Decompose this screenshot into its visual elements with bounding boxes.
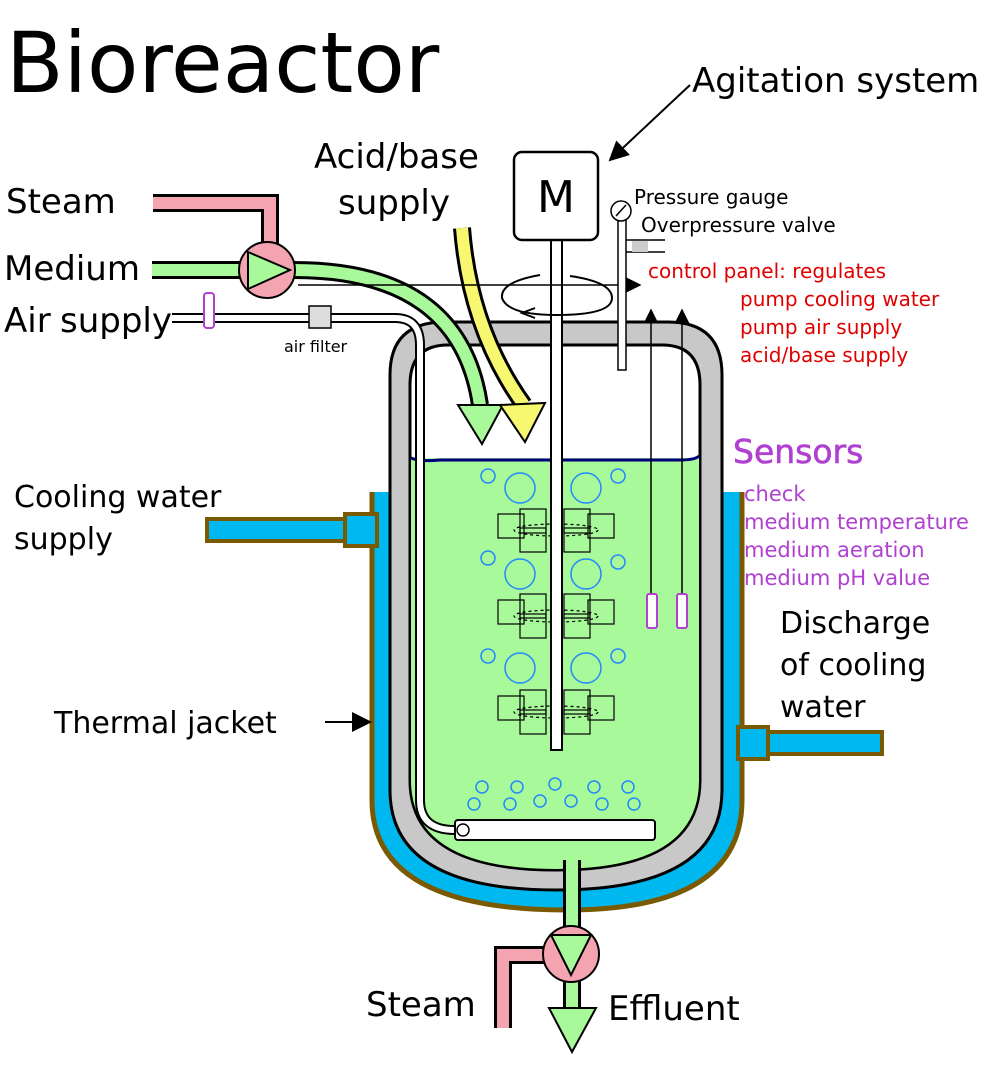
air-supply-label: Air (4, 301, 51, 341)
control-panel-line: control panel: regulates (648, 259, 886, 283)
discharge-label: of cooling (780, 648, 926, 683)
control-panel-line: pump air supply (740, 315, 902, 339)
effluent-pump (542, 925, 600, 983)
acid-base-label: supply (338, 183, 450, 223)
control-panel-text: control panel: regulates pump cooling wa… (648, 259, 940, 367)
sensor-line: medium aeration (744, 538, 925, 562)
steam-pipe-top (153, 197, 276, 258)
sensors-heading: Sensors (733, 432, 863, 471)
steam-pipe-bottom (497, 949, 548, 1028)
discharge-label: water (780, 690, 866, 725)
medium-inflow-arrow (293, 264, 486, 406)
air-supply-line (172, 292, 656, 841)
control-panel-line: pump cooling water (740, 287, 940, 311)
sensor-probe (676, 593, 688, 629)
pressure-gauge-label: Pressure gauge (634, 185, 788, 209)
air-filter-label: air filter (284, 337, 348, 356)
sensor-probe (646, 593, 658, 629)
sensor-probes (643, 308, 690, 629)
aeration-bubbles (467, 468, 641, 811)
air-flow-meter (203, 292, 215, 329)
agitation-arrow (608, 84, 691, 162)
air-filter-box (308, 305, 332, 329)
diagram-title: Bioreactor (6, 14, 440, 112)
discharge-label: Discharge (780, 606, 930, 641)
effluent-label: Effluent (608, 989, 740, 1029)
agitator-shaft (550, 239, 563, 751)
sensors-text: check medium temperature medium aeration… (744, 482, 969, 590)
medium-label: Medium (4, 249, 140, 289)
agitation-label: Agitation system (692, 61, 979, 101)
rotation-arrow-icon (500, 274, 614, 317)
sensor-line: medium temperature (744, 510, 969, 534)
air-sparger (454, 819, 656, 841)
medium-pump (238, 241, 296, 299)
motor-label: M (537, 172, 575, 223)
control-panel-line: acid/base supply (740, 343, 908, 367)
cooling-supply-label: Cooling water (14, 480, 222, 515)
effluent-arrow (547, 1007, 598, 1055)
acid-base-arrow (456, 227, 529, 409)
sensor-line: check (744, 482, 806, 506)
acid-base-label: Acid/base (314, 137, 479, 177)
effluent-line (494, 860, 600, 1055)
overpressure-valve-label: Overpressure valve (641, 213, 836, 237)
thermal-jacket-label: Thermal jacket (53, 706, 277, 741)
air-supply-label: supply (60, 301, 172, 341)
cooling-supply-label: supply (14, 522, 113, 557)
steam-top-label: Steam (6, 182, 116, 222)
pressure-relief (610, 200, 665, 371)
steam-bottom-label: Steam (366, 985, 476, 1025)
motor-box (512, 150, 600, 242)
sensor-line: medium pH value (744, 566, 930, 590)
